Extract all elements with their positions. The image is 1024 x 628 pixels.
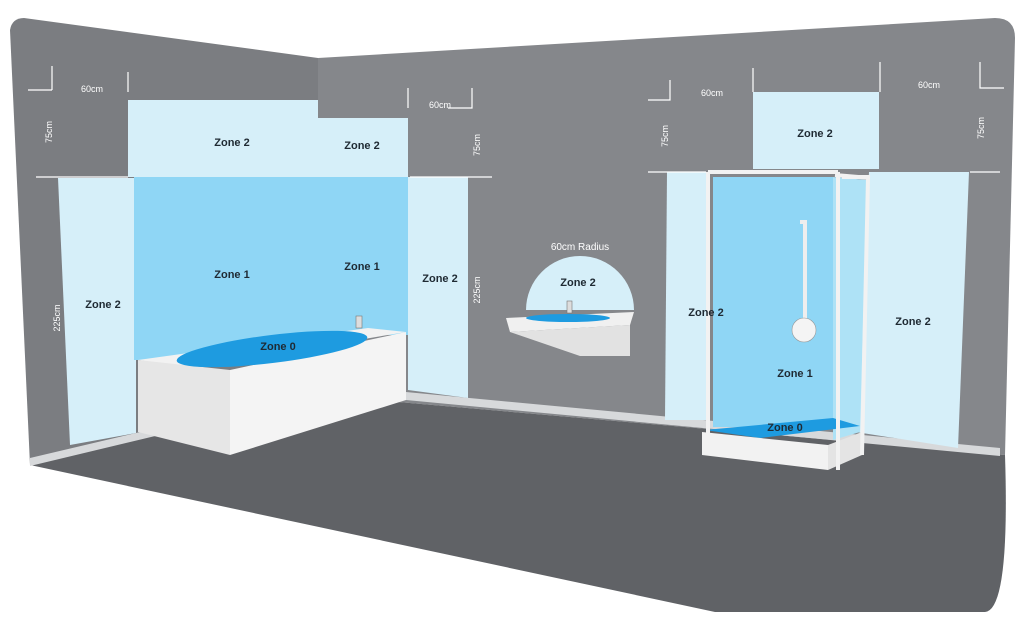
zone-label: Zone 2	[895, 316, 930, 328]
shower-base-front	[702, 432, 828, 470]
dim-line	[648, 68, 754, 101]
shower-riser	[800, 220, 807, 318]
shower-side-glass	[833, 177, 867, 440]
dim-label: 75cm	[976, 117, 986, 139]
shower-tray-zone0	[705, 418, 860, 438]
zone1-corner	[318, 177, 408, 335]
dim-label: 75cm	[44, 121, 54, 143]
basin-area: 60cm Radius Zone 2	[506, 242, 634, 356]
shower-area: Zone 2 Zone 2 Zone 2 Zone 1 Zone 0 60cm …	[648, 62, 1004, 470]
basin-water	[526, 314, 610, 322]
zone2-right	[408, 177, 468, 398]
shower-frame	[706, 170, 871, 470]
zone-label: Zone 2	[797, 128, 832, 140]
zone-label: Zone 1	[777, 368, 812, 380]
zone-label: Zone 0	[767, 422, 802, 434]
dim-label: 60cm	[918, 80, 940, 90]
zone-label: Zone 2	[344, 140, 379, 152]
zone2-top-corner	[318, 118, 408, 177]
radius-label: 60cm Radius	[551, 242, 609, 253]
dim-label: 225cm	[472, 276, 482, 303]
dim-label: 60cm	[701, 88, 723, 98]
dim-line	[407, 88, 473, 109]
zone2-top-left	[128, 100, 318, 177]
dim-label: 60cm	[429, 100, 451, 110]
basin-tap	[566, 300, 573, 314]
bath-water-zone0	[176, 330, 368, 368]
zone-label: Zone 2	[560, 277, 595, 289]
dim-line	[28, 66, 53, 91]
dim-line	[879, 62, 1004, 92]
bath-tap	[355, 315, 363, 329]
zone-label: Zone 1	[344, 261, 379, 273]
zone1-main	[134, 177, 318, 360]
dim-label: 225cm	[52, 304, 62, 331]
zone-label: Zone 2	[85, 299, 120, 311]
shower-head	[791, 317, 817, 343]
zone-label: Zone 2	[214, 137, 249, 149]
dim-label: 75cm	[660, 125, 670, 147]
zone2-left-wall	[58, 178, 136, 445]
zone2-shower-left	[665, 172, 706, 420]
bath-front	[138, 360, 230, 455]
zone2-shower-top	[753, 92, 879, 169]
dim-label: 60cm	[81, 84, 103, 94]
shower-inner-zone1	[713, 177, 833, 427]
zone-label: Zone 2	[688, 307, 723, 319]
dim-label: 75cm	[472, 134, 482, 156]
zone-label: Zone 2	[422, 273, 457, 285]
basin-body	[510, 325, 630, 356]
zone-label: Zone 1	[214, 269, 249, 281]
zone2-basin-radius	[526, 256, 634, 310]
zone2-shower-right	[856, 172, 969, 448]
bath-area: Zone 2 Zone 2 Zone 1 Zone 1 Zone 2 Zone …	[28, 66, 492, 455]
zone-label: Zone 0	[260, 341, 295, 353]
